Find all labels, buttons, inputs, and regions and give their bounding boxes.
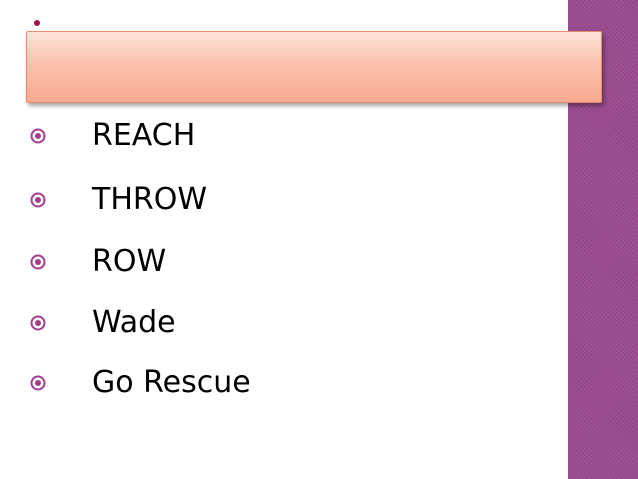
title-bar (26, 31, 602, 103)
list-item: THROW (0, 180, 560, 220)
list-item: Wade (0, 303, 560, 343)
list-item: Go Rescue (0, 363, 560, 403)
bullet-circle-icon (30, 315, 46, 331)
decorative-dot-icon (34, 20, 40, 26)
bullet-text: REACH (92, 118, 196, 153)
bullet-circle-icon (30, 128, 46, 144)
bullet-text: Go Rescue (92, 365, 251, 400)
list-item: REACH (0, 116, 560, 156)
bullet-circle-icon (30, 192, 46, 208)
bullet-circle-icon (30, 375, 46, 391)
bullet-text: THROW (92, 182, 208, 217)
list-item: ROW (0, 242, 560, 282)
bullet-text: ROW (92, 244, 167, 279)
bullet-circle-icon (30, 254, 46, 270)
bullet-text: Wade (92, 305, 176, 340)
